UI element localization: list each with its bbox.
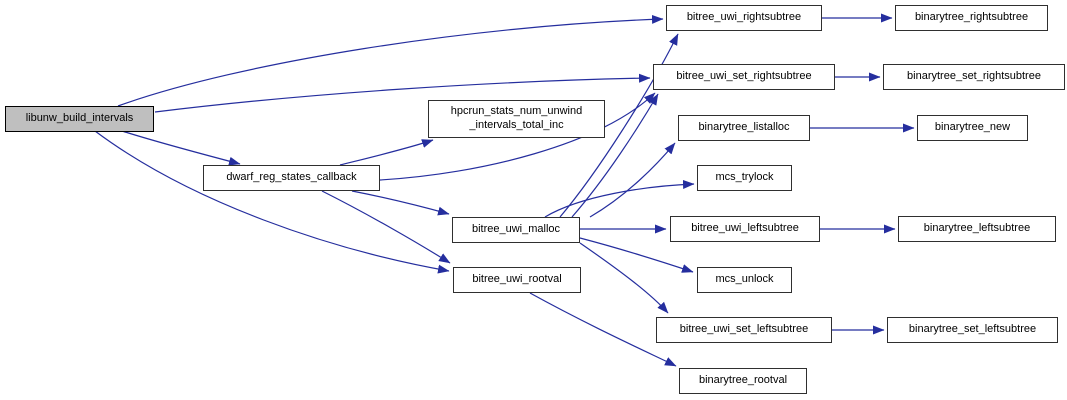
node-binarytree-rootval[interactable]: binarytree_rootval [679, 368, 807, 394]
node-libunw-build-intervals: libunw_build_intervals [5, 106, 154, 132]
edge-libunw-to-rightsubtree [117, 14, 664, 107]
edge-dwarf-to-hpcrun-stats [339, 139, 434, 166]
edge-libunw-to-dwarf-callback [121, 130, 241, 166]
node-bitree-uwi-rightsubtree[interactable]: bitree_uwi_rightsubtree [666, 5, 822, 31]
node-binarytree-set-rightsubtree[interactable]: binarytree_set_rightsubtree [883, 64, 1065, 90]
node-binarytree-leftsubtree[interactable]: binarytree_leftsubtree [898, 216, 1056, 242]
node-binarytree-listalloc[interactable]: binarytree_listalloc [678, 115, 810, 141]
node-mcs-unlock[interactable]: mcs_unlock [697, 267, 792, 293]
edge-malloc-to-rightsubtree [559, 33, 679, 218]
node-binarytree-set-leftsubtree[interactable]: binarytree_set_leftsubtree [887, 317, 1058, 343]
node-bitree-uwi-malloc[interactable]: bitree_uwi_malloc [452, 217, 580, 243]
node-bitree-uwi-set-leftsubtree[interactable]: bitree_uwi_set_leftsubtree [656, 317, 832, 343]
edge-dwarf-to-uwi-malloc [351, 190, 450, 216]
edge-malloc-to-set-rightsubtree [571, 93, 659, 218]
node-binarytree-rightsubtree[interactable]: binarytree_rightsubtree [895, 5, 1048, 31]
node-bitree-uwi-set-rightsubtree[interactable]: bitree_uwi_set_rightsubtree [653, 64, 835, 90]
node-dwarf-reg-states-callback[interactable]: dwarf_reg_states_callback [203, 165, 380, 191]
edge-malloc-to-listalloc [589, 142, 676, 218]
node-bitree-uwi-leftsubtree[interactable]: bitree_uwi_leftsubtree [670, 216, 820, 242]
edge-malloc-to-set-leftsubtree [579, 242, 669, 314]
node-hpcrun-stats-num-unwind-intervals-total-inc[interactable]: hpcrun_stats_num_unwind _intervals_total… [428, 100, 605, 138]
edge-malloc-to-mcs-unlock [579, 237, 694, 273]
edge-uwi-rootval-to-binarytree-rootval [529, 292, 677, 367]
edge-libunw-to-uwi-rootval [94, 130, 450, 274]
edge-dwarf-to-uwi-rootval [321, 190, 451, 264]
node-binarytree-new[interactable]: binarytree_new [917, 115, 1028, 141]
node-mcs-trylock[interactable]: mcs_trylock [697, 165, 792, 191]
node-bitree-uwi-rootval[interactable]: bitree_uwi_rootval [453, 267, 581, 293]
edge-dwarf-to-set-rightsubtree [379, 92, 656, 181]
edge-libunw-to-set-rightsubtree [154, 73, 651, 113]
edge-malloc-to-mcs-trylock [544, 179, 695, 218]
